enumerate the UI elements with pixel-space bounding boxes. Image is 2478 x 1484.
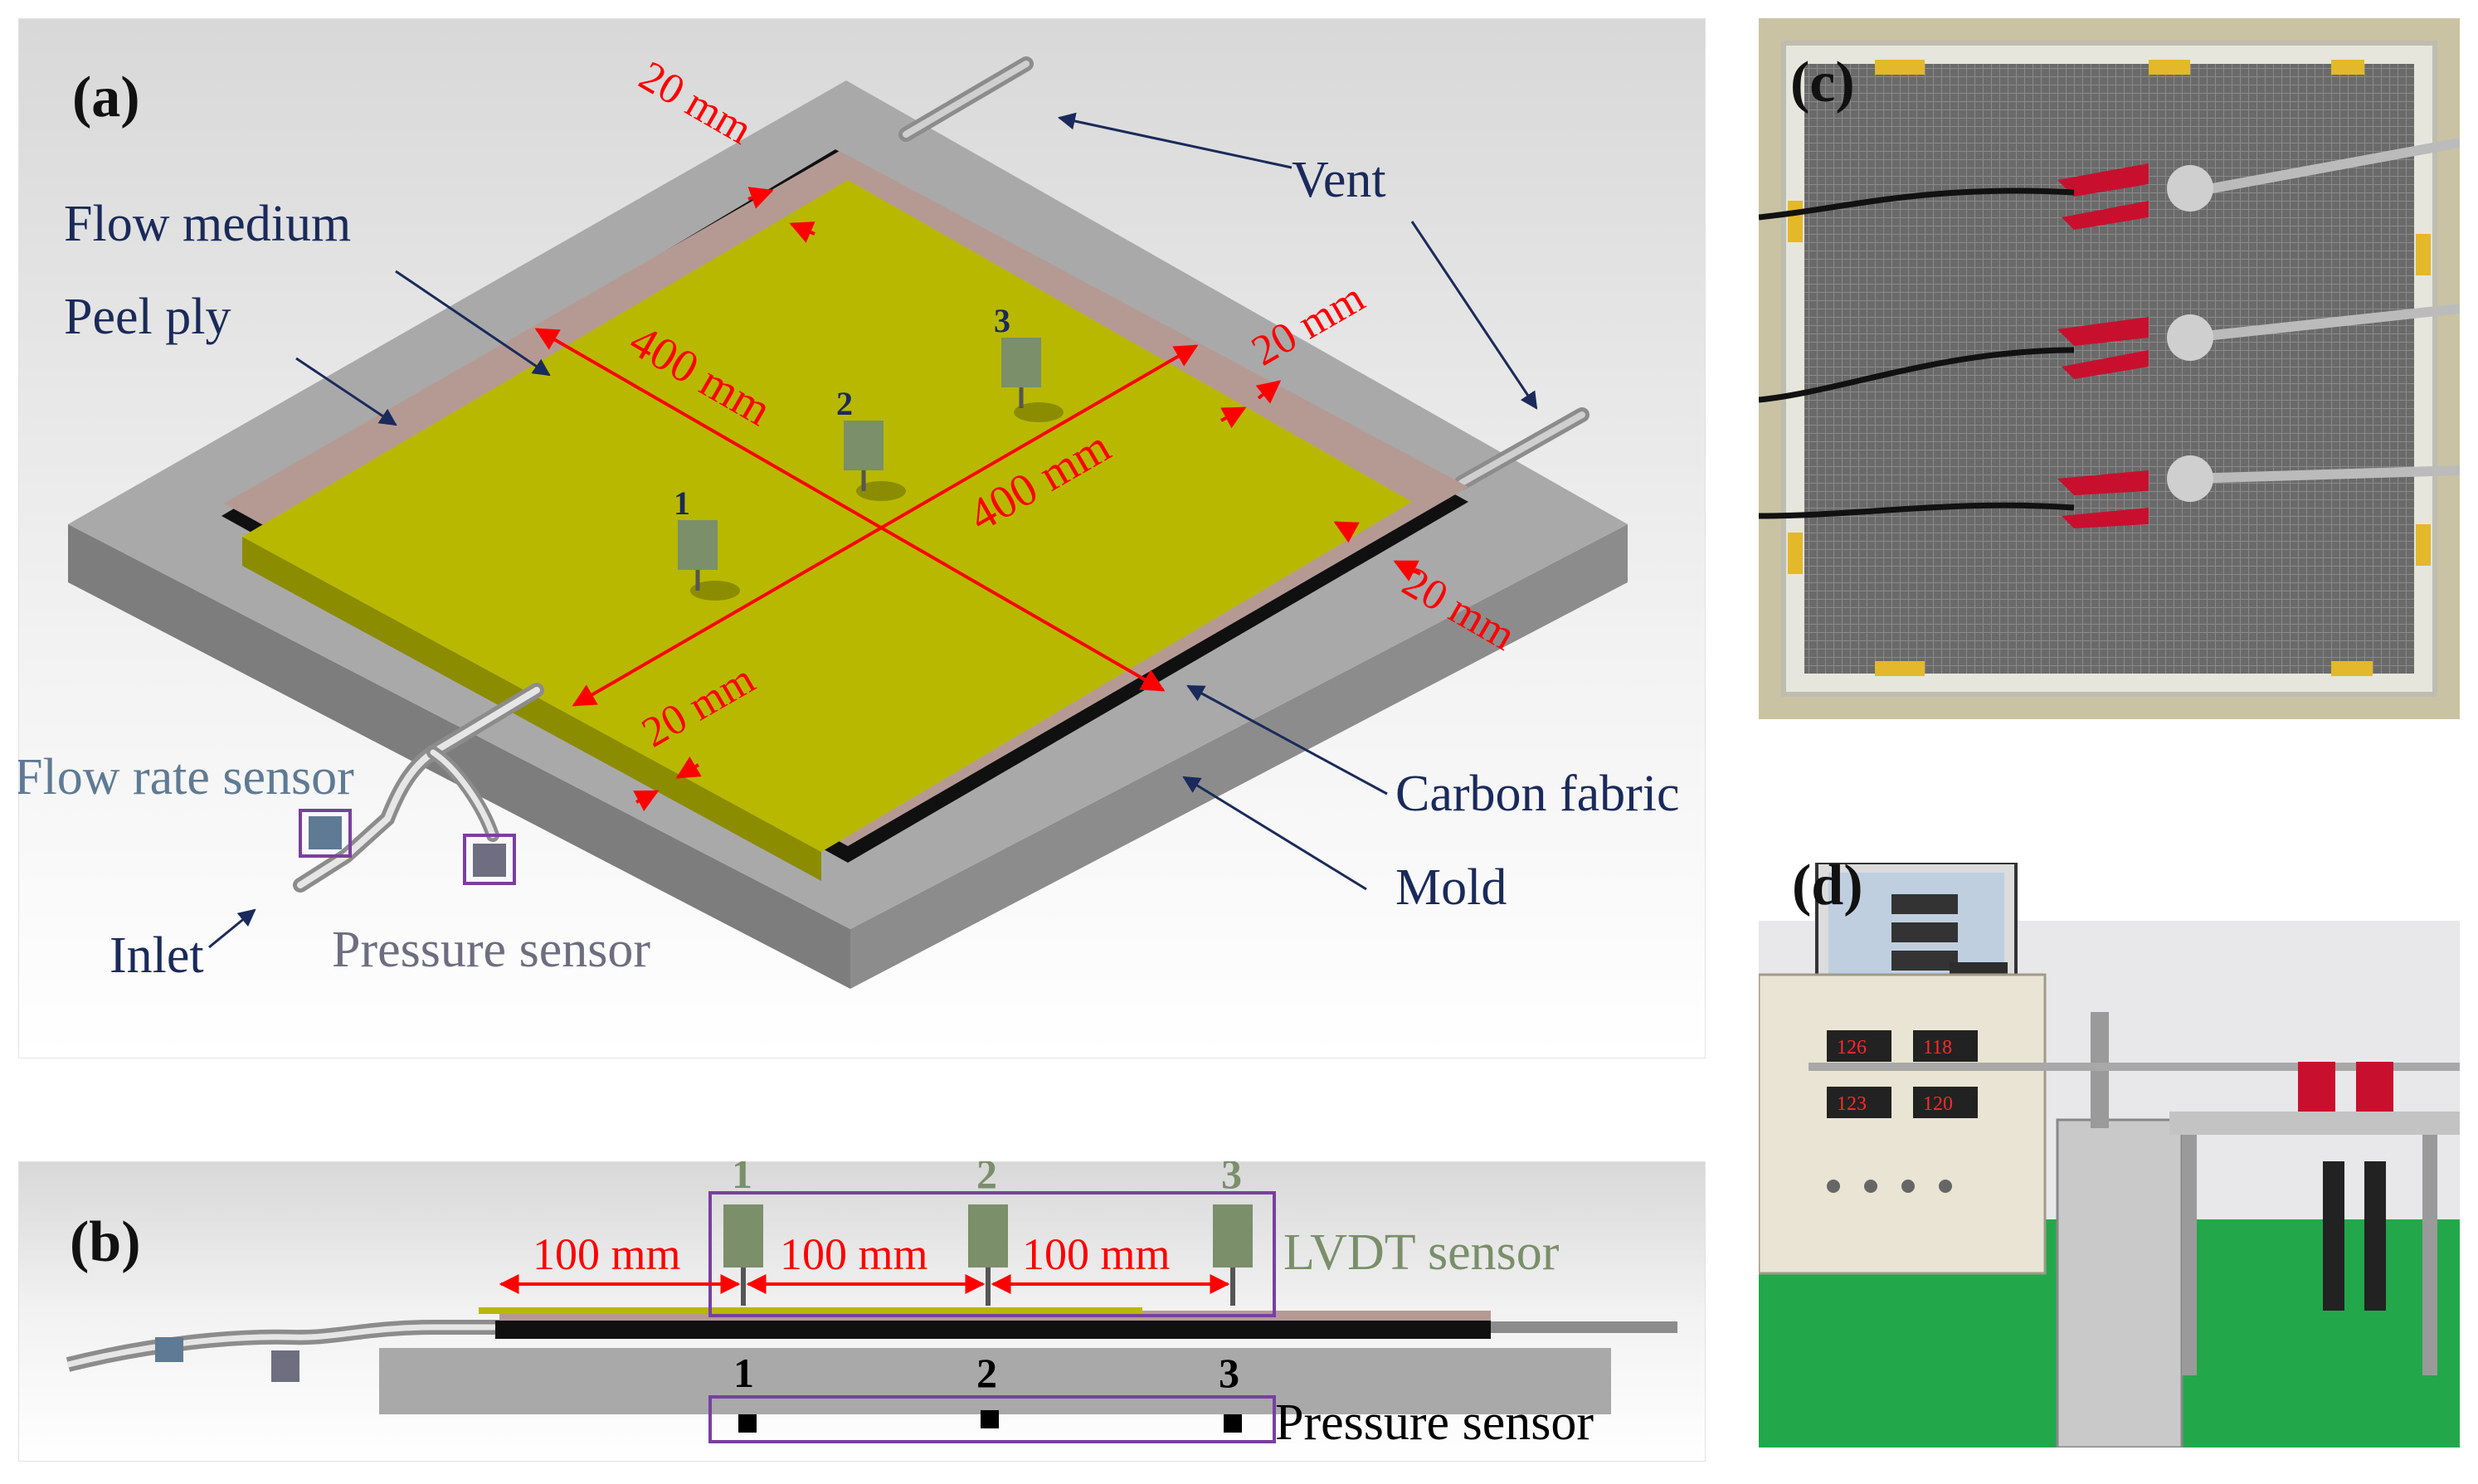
- panel-d-tag: (d): [1792, 863, 1863, 917]
- spacing-label-1: 100 mm: [533, 1229, 681, 1279]
- dimension-arrows: [534, 187, 1421, 812]
- spacing-label-2: 100 mm: [780, 1229, 928, 1279]
- photo-vacuum-bag-setup: (c): [1758, 18, 2461, 719]
- carbon-fabric-side: [495, 1321, 1491, 1339]
- flow-rate-sensor-device: [299, 809, 352, 858]
- lvdt-side-2: [968, 1204, 1008, 1306]
- panel-a: 1 2 3 20 mm 20 mm 20 mm 20 mm 400 mm 400…: [14, 17, 1706, 1059]
- sensor-number-2: 2: [836, 385, 853, 422]
- readout-2: 118: [1923, 1037, 1952, 1058]
- label-peel-ply: Peel ply: [64, 289, 231, 345]
- lvdt-side-3: [1213, 1204, 1253, 1306]
- panel-b-diagram: 100 mm 100 mm 100 mm 1 2 3 1 2 3 (b) LVD…: [17, 1151, 1706, 1462]
- panel-a-diagram: 1 2 3 20 mm 20 mm 20 mm 20 mm 400 mm 400…: [14, 17, 1706, 1059]
- pressure-sensor-device-side: [271, 1350, 299, 1382]
- vent-pipes: [898, 56, 1590, 490]
- pressure-number-3: 3: [1219, 1350, 1239, 1396]
- lvdt-number-3: 3: [1221, 1161, 1242, 1197]
- pressure-sensor-side-1: [738, 1414, 757, 1433]
- panel-b: 100 mm 100 mm 100 mm 1 2 3 1 2 3 (b) LVD…: [17, 1151, 1706, 1462]
- inlet-pipe: [293, 683, 544, 893]
- label-pressure-sensor-b: Pressure sensor: [1275, 1394, 1594, 1451]
- mold-side: [379, 1348, 1611, 1414]
- label-flow-medium: Flow medium: [64, 196, 351, 252]
- flow-medium-edge: [242, 537, 821, 881]
- sensor-number-3: 3: [994, 302, 1010, 339]
- lvdt-side-1: [723, 1204, 763, 1306]
- sensor-number-1: 1: [674, 484, 690, 522]
- label-vent: Vent: [1292, 152, 1386, 208]
- pressure-sensor-device: [463, 834, 516, 885]
- readout-1: 126: [1837, 1037, 1867, 1058]
- flow-medium-side: [479, 1307, 1142, 1314]
- label-pressure-sensor-a: Pressure sensor: [332, 922, 650, 978]
- lvdt-group-box: [708, 1191, 1276, 1317]
- pressure-number-2: 2: [976, 1350, 997, 1396]
- digital-readouts: 126 118 123 120: [1827, 1030, 1978, 1118]
- pressure-number-1: 1: [733, 1350, 754, 1396]
- panel-d: 126 118 123 120 (d): [1757, 854, 2460, 1449]
- callout-arrows: [208, 112, 1538, 949]
- label-mold: Mold: [1395, 859, 1507, 916]
- label-carbon-fabric: Carbon fabric: [1395, 766, 1680, 822]
- photo-lab-setup: 126 118 123 120 (d): [1757, 854, 2460, 1449]
- pressure-sensor-side-2: [981, 1410, 999, 1428]
- panel-c: (c): [1758, 18, 2461, 719]
- control-cabinet: [1757, 973, 2047, 1275]
- panel-a-tag: (a): [72, 66, 140, 129]
- label-lvdt-sensor: LVDT sensor: [1283, 1224, 1560, 1281]
- lvdt-number-2: 2: [976, 1161, 997, 1197]
- pressure-group-box: [708, 1395, 1276, 1443]
- label-inlet: Inlet: [110, 927, 204, 984]
- spacing-label-3: 100 mm: [1022, 1229, 1171, 1279]
- label-flow-rate-sensor: Flow rate sensor: [18, 749, 354, 805]
- flow-rate-sensor-side: [155, 1337, 183, 1362]
- readout-4: 120: [1923, 1093, 1953, 1115]
- panel-b-tag: (b): [70, 1210, 141, 1274]
- panel-c-tag: (c): [1790, 51, 1855, 114]
- readout-3: 123: [1837, 1093, 1867, 1115]
- pressure-sensor-side-3: [1224, 1414, 1242, 1433]
- lvdt-number-1: 1: [732, 1161, 752, 1197]
